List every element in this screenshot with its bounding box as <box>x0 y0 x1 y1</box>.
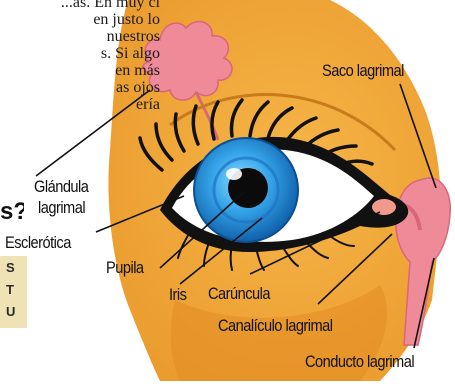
label-pupil: Pupila <box>106 258 144 278</box>
label-caruncle: Carúncula <box>208 284 270 304</box>
label-duct: Conducto lagrimal <box>305 352 414 372</box>
question-fragment: s? <box>0 198 24 226</box>
label-iris: Iris <box>169 285 186 305</box>
sidebar-letter: U <box>6 304 15 319</box>
caruncle <box>372 199 396 215</box>
eye-highlight <box>226 168 242 180</box>
label-gland-line2: lagrimal <box>38 198 85 218</box>
sidebar-box: S T U <box>0 256 27 328</box>
article-line: as ojos <box>0 79 160 96</box>
article-line: nuestros <box>0 28 160 45</box>
article-line: ería <box>0 96 160 113</box>
label-canaliculus: Canalículo lagrimal <box>218 316 333 336</box>
article-text: ...as. En muy ci en justo lo nuestros s.… <box>0 0 160 113</box>
article-line: en justo lo <box>0 11 160 28</box>
label-sclera: Esclerótica <box>5 233 71 253</box>
article-line: ...as. En muy ci <box>0 0 160 11</box>
article-line: en más <box>0 62 160 79</box>
label-sac: Saco lagrimal <box>322 61 404 81</box>
article-line: s. Si algo <box>0 45 160 62</box>
sidebar-letter: T <box>6 282 14 297</box>
label-gland-line1: Glándula <box>34 177 88 197</box>
sidebar-letter: S <box>6 260 15 275</box>
